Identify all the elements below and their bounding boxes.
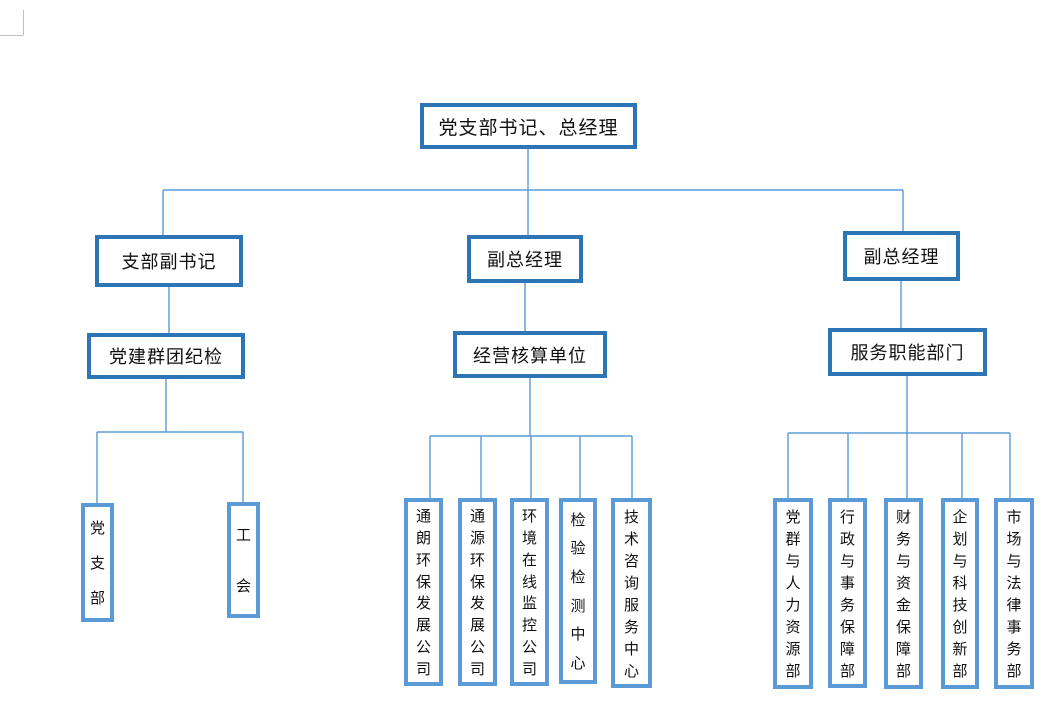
- org-box-label: 支部副书记: [121, 252, 217, 272]
- org-box-label: 环境在线监控公司: [521, 508, 537, 678]
- org-box-dept[interactable]: 党支部: [81, 503, 114, 622]
- org-box-label: 服务职能部门: [850, 343, 965, 363]
- org-box-label: 企划与科技创新部: [952, 508, 968, 681]
- org-box-dept[interactable]: 市场与法律事务部: [994, 498, 1034, 689]
- org-box-unit-party-groups[interactable]: 党建群团纪检: [87, 333, 245, 379]
- org-box-dept[interactable]: 党群与人力资源部: [773, 498, 813, 689]
- org-box-label: 党建群团纪检: [109, 347, 223, 367]
- org-box-unit-operating-units[interactable]: 经营核算单位: [453, 331, 607, 378]
- org-box-label: 财务与资金保障部: [895, 508, 911, 681]
- org-box-dept[interactable]: 工会: [227, 502, 260, 618]
- org-box-root-label: 党支部书记、总经理: [438, 117, 619, 139]
- org-box-root[interactable]: 党支部书记、总经理: [420, 103, 637, 149]
- page-margin-corner-mark: [23, 10, 24, 35]
- org-box-label: 党支部: [89, 520, 105, 607]
- org-box-dept[interactable]: 技术咨询服务中心: [611, 498, 652, 688]
- org-box-deputy-gm-1[interactable]: 副总经理: [467, 235, 583, 283]
- org-box-manager-branch-secretary[interactable]: 支部副书记: [95, 235, 243, 287]
- org-box-dept[interactable]: 环境在线监控公司: [510, 498, 549, 686]
- org-box-label: 检验检测中心: [570, 511, 586, 673]
- org-box-label: 副总经理: [487, 250, 563, 270]
- org-box-label: 通源环保发展公司: [469, 508, 485, 678]
- org-box-label: 通朗环保发展公司: [415, 508, 431, 678]
- org-box-label: 经营核算单位: [473, 345, 587, 366]
- org-box-label: 行政与事务保障部: [839, 508, 855, 680]
- org-box-unit-service-departments[interactable]: 服务职能部门: [828, 328, 987, 376]
- org-box-dept[interactable]: 通朗环保发展公司: [404, 498, 443, 686]
- org-box-label: 市场与法律事务部: [1006, 508, 1022, 681]
- org-box-label: 党群与人力资源部: [785, 508, 801, 681]
- org-box-dept[interactable]: 财务与资金保障部: [884, 498, 923, 689]
- org-box-dept[interactable]: 行政与事务保障部: [828, 498, 867, 688]
- org-box-dept[interactable]: 通源环保发展公司: [458, 498, 497, 686]
- org-box-dept[interactable]: 企划与科技创新部: [941, 498, 979, 689]
- org-box-label: 工会: [235, 527, 251, 595]
- org-box-label: 技术咨询服务中心: [623, 508, 639, 680]
- org-box-label: 副总经理: [863, 247, 940, 267]
- org-box-deputy-gm-2[interactable]: 副总经理: [843, 231, 960, 281]
- page-margin-corner-mark: [0, 35, 23, 36]
- org-box-dept[interactable]: 检验检测中心: [559, 498, 597, 684]
